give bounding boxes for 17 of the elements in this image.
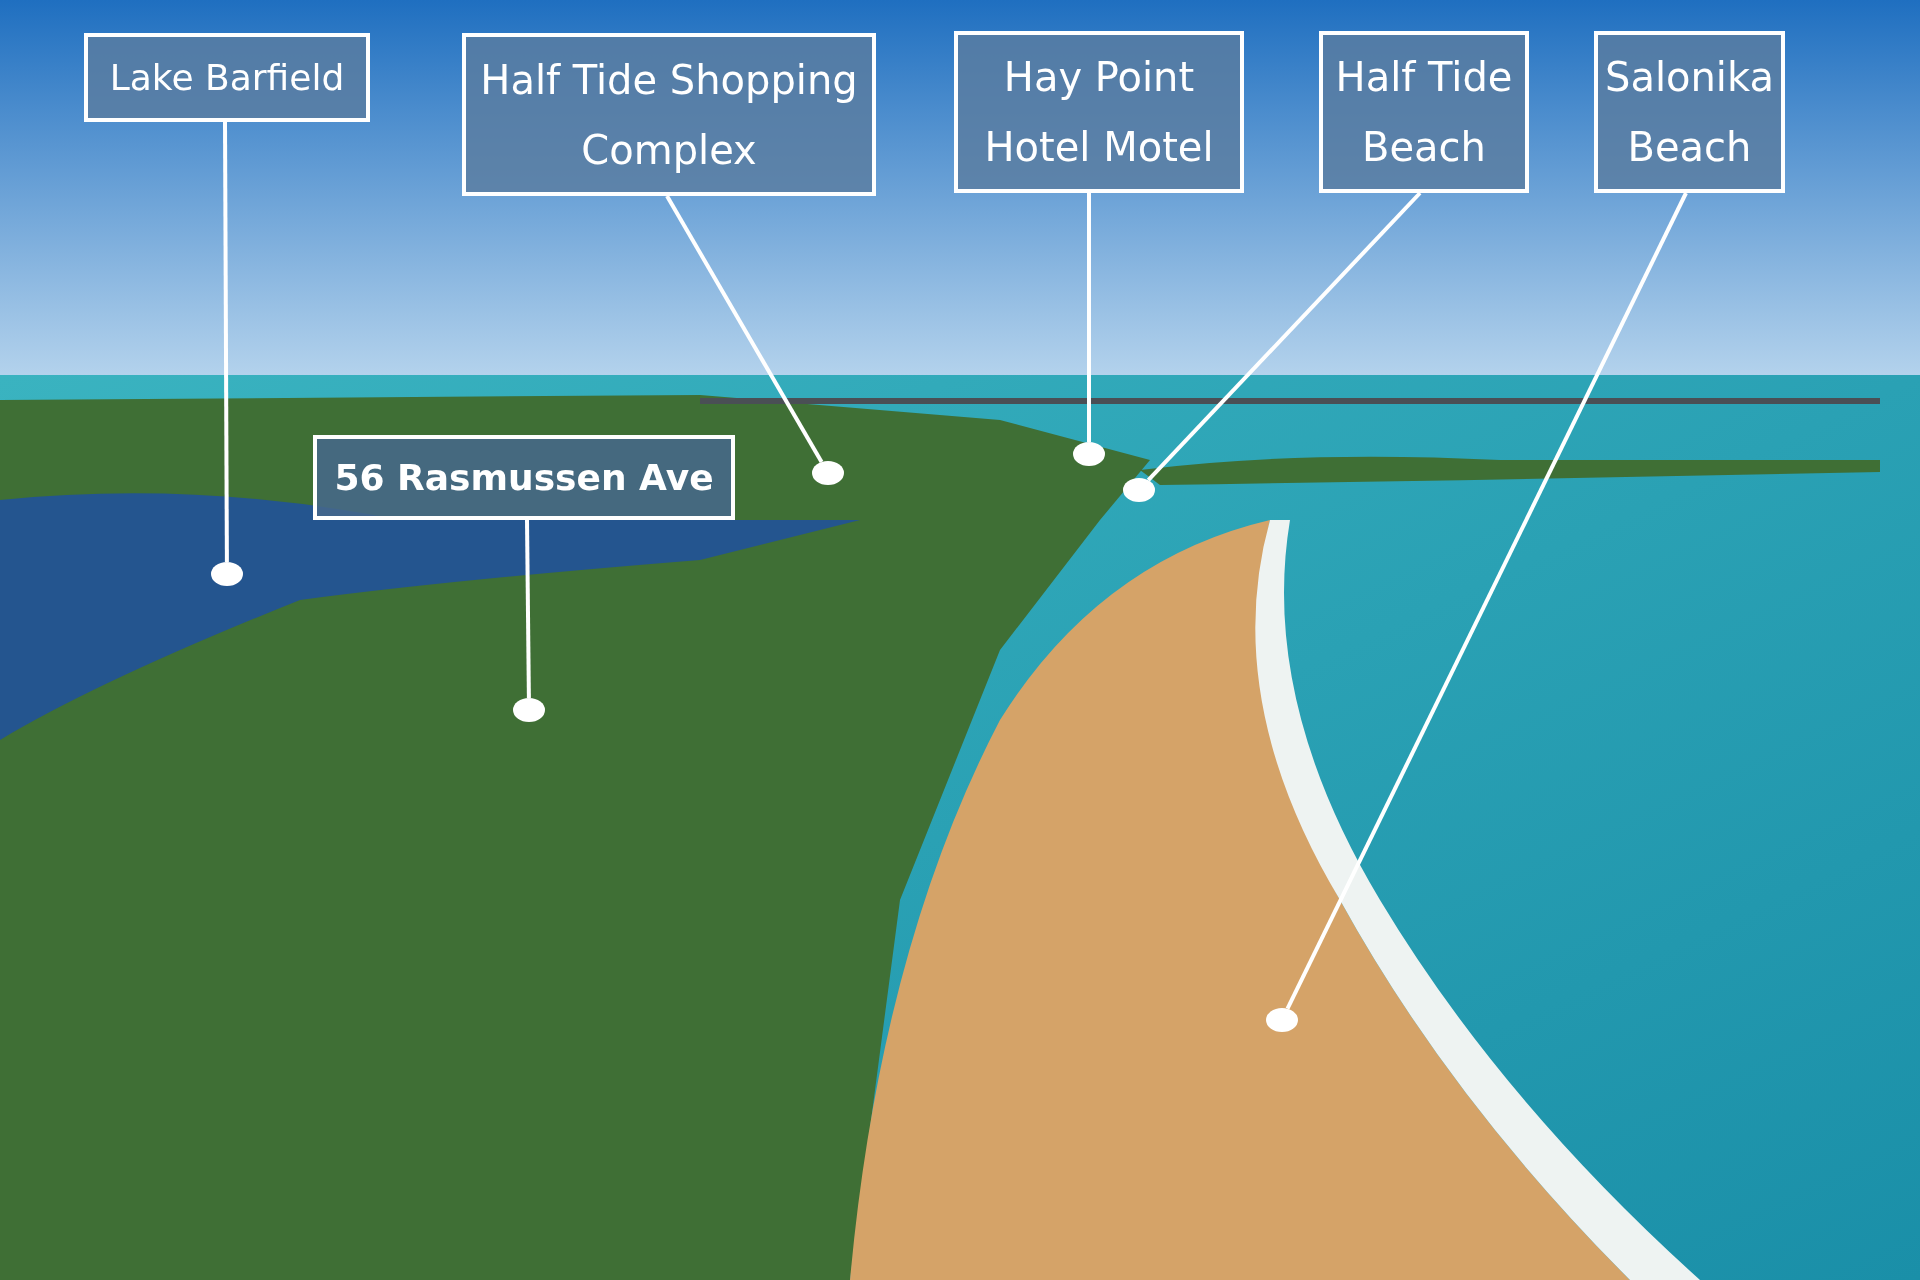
leader-line bbox=[1087, 193, 1091, 442]
callout-label: 56 Rasmussen Ave bbox=[313, 435, 735, 520]
location-marker bbox=[513, 698, 545, 722]
callout-label: Lake Barfield bbox=[84, 33, 370, 122]
leader-line bbox=[665, 195, 824, 463]
callout-label: Hay Point Hotel Motel bbox=[954, 31, 1244, 193]
location-marker bbox=[812, 461, 844, 485]
location-marker bbox=[1266, 1008, 1298, 1032]
leader-line bbox=[223, 122, 229, 562]
location-marker bbox=[1123, 478, 1155, 502]
callout-label: Half Tide Beach bbox=[1319, 31, 1529, 193]
location-marker bbox=[1073, 442, 1105, 466]
leader-line bbox=[1285, 192, 1688, 1010]
callout-label: Salonika Beach bbox=[1594, 31, 1785, 193]
location-marker bbox=[211, 562, 243, 586]
callout-label: Half Tide Shopping Complex bbox=[462, 33, 876, 196]
leader-line bbox=[525, 519, 531, 699]
